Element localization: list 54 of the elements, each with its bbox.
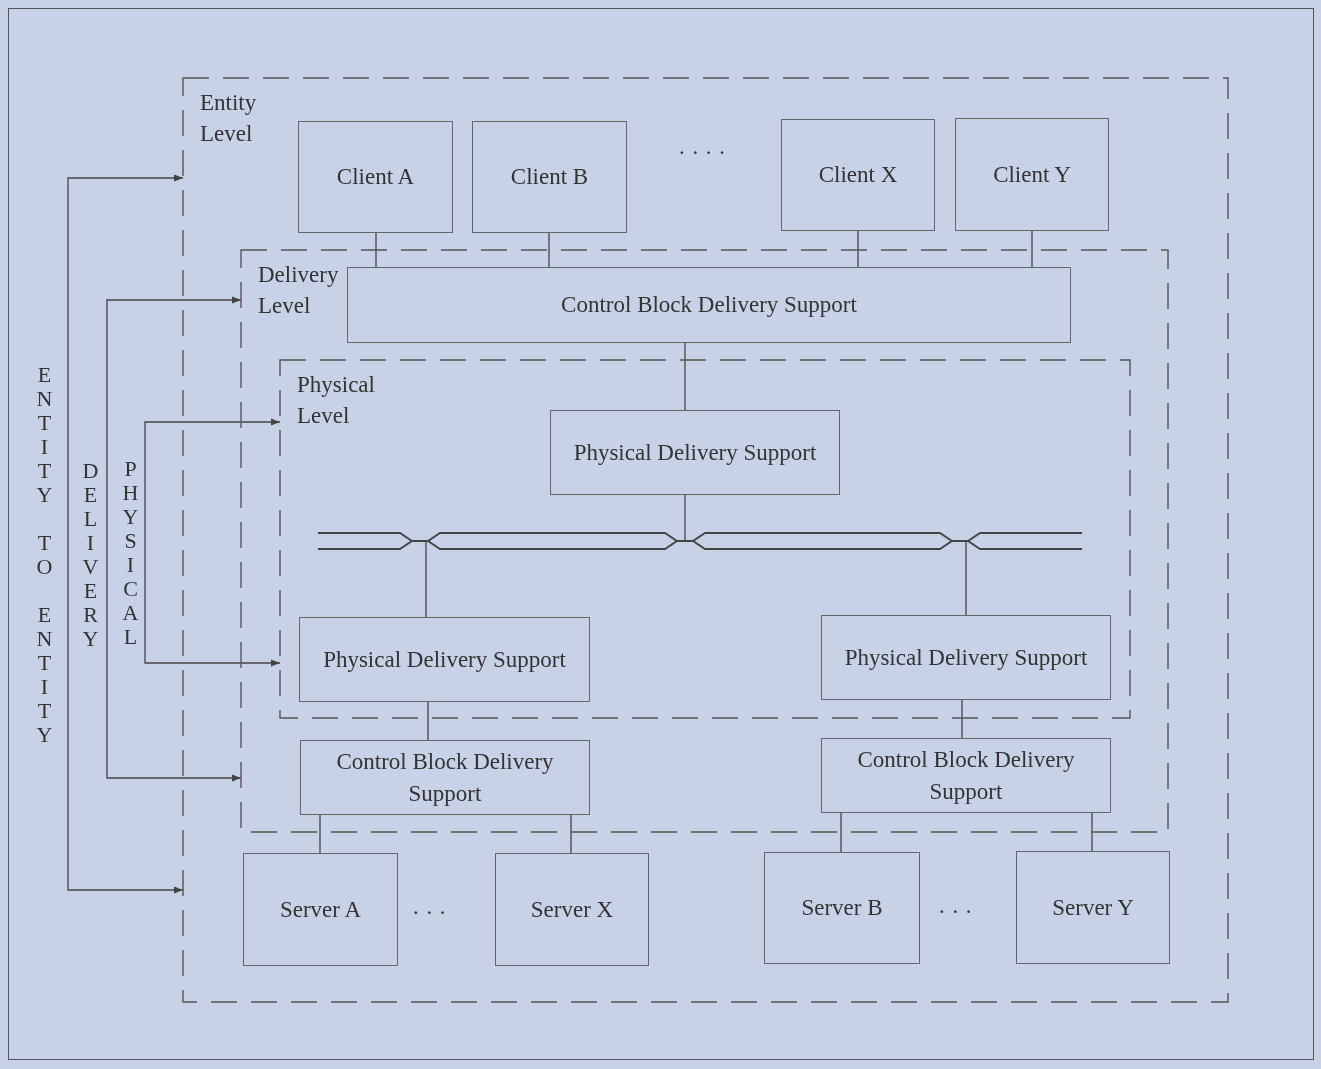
connector-line bbox=[425, 540, 427, 618]
edge-label: DELIVERY bbox=[79, 458, 101, 650]
component-box bbox=[764, 852, 920, 964]
connector-line bbox=[427, 701, 429, 741]
connector-line bbox=[961, 699, 963, 739]
box-label: Control Block Delivery Support bbox=[560, 291, 858, 319]
level-label: Physical Level bbox=[297, 371, 376, 430]
connector-line bbox=[857, 230, 859, 268]
level-arrow bbox=[67, 174, 184, 894]
component-box bbox=[495, 853, 649, 966]
box-label: Physical Delivery Support bbox=[322, 645, 567, 674]
connector-line bbox=[548, 232, 550, 268]
component-box bbox=[298, 121, 453, 233]
level-label: Delivery Level bbox=[258, 261, 340, 320]
box-label: Client Y bbox=[992, 160, 1072, 189]
connector-line bbox=[375, 232, 377, 268]
connector-line bbox=[840, 812, 842, 853]
component-box bbox=[781, 119, 935, 231]
box-label: Physical Delivery Support bbox=[572, 438, 818, 467]
component-box bbox=[243, 853, 398, 966]
component-box bbox=[550, 410, 840, 495]
box-label: Client A bbox=[335, 163, 416, 191]
box-label: Physical Delivery Support bbox=[843, 643, 1089, 672]
ellipsis-dots: · · · · bbox=[678, 140, 726, 166]
component-box bbox=[472, 121, 627, 233]
box-label: Client X bbox=[817, 161, 899, 189]
ellipsis-dots: · · · bbox=[938, 899, 973, 925]
component-box bbox=[347, 267, 1071, 343]
level-arrow bbox=[106, 296, 242, 782]
box-label: Client B bbox=[509, 163, 590, 191]
connector-line bbox=[1031, 230, 1033, 268]
connector-line bbox=[570, 814, 572, 854]
level-arrow bbox=[144, 418, 281, 667]
component-box bbox=[821, 738, 1111, 813]
component-box bbox=[299, 617, 590, 702]
box-label: Server Y bbox=[1051, 893, 1135, 922]
box-label: Control Block Delivery Support bbox=[335, 747, 555, 808]
connector-line bbox=[319, 814, 321, 854]
box-label: Control Block Delivery Support bbox=[856, 745, 1076, 806]
component-box bbox=[300, 740, 590, 815]
edge-label: PHYSICAL bbox=[119, 456, 141, 648]
box-label: Server A bbox=[278, 895, 363, 924]
ellipsis-dots: · · · bbox=[412, 900, 447, 926]
connector-line bbox=[1091, 812, 1093, 852]
connector-line bbox=[965, 540, 967, 616]
box-label: Server X bbox=[529, 895, 615, 924]
connector-line bbox=[684, 494, 686, 542]
level-label: Entity Level bbox=[200, 89, 258, 148]
component-box bbox=[821, 615, 1111, 700]
edge-label: ENTITY TO ENTITY bbox=[33, 362, 55, 746]
box-label: Server B bbox=[800, 894, 884, 922]
component-box bbox=[1016, 851, 1170, 964]
connector-line bbox=[684, 342, 686, 411]
component-box bbox=[955, 118, 1109, 231]
